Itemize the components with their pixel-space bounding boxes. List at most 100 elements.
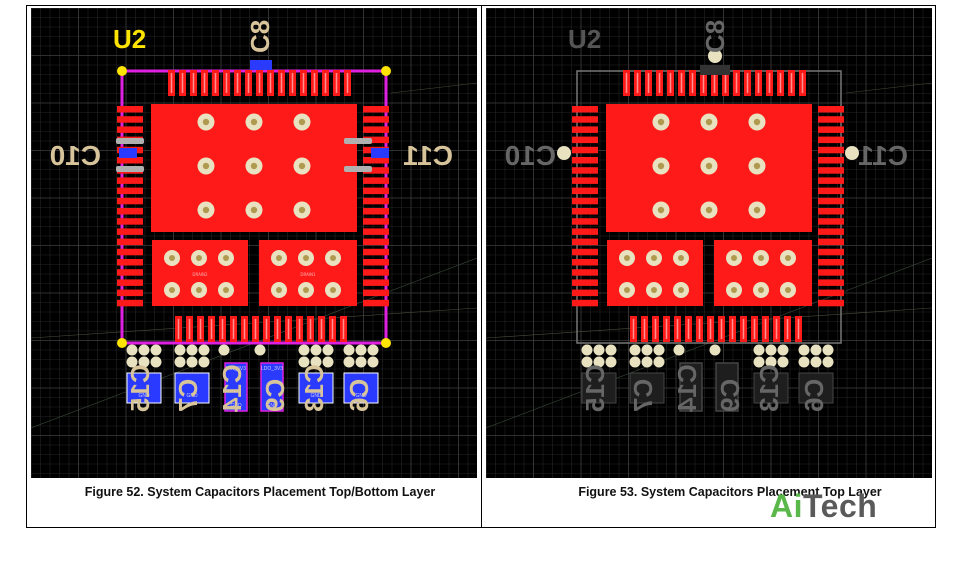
cap-label-c14: C14 — [672, 364, 702, 412]
figure-53-caption: Figure 53. System Capacitors Placement T… — [578, 485, 882, 499]
drain-via-hole — [196, 287, 202, 293]
cap-body — [174, 372, 210, 404]
cap-via — [322, 344, 334, 356]
cap-via — [126, 356, 138, 368]
c11-pad — [344, 138, 372, 144]
cap-via — [810, 344, 822, 356]
cap-label-c9: C9 — [260, 379, 290, 412]
side-pin — [818, 136, 844, 144]
side-pin — [363, 177, 389, 184]
side-pin — [818, 106, 844, 113]
side-pin — [363, 116, 389, 123]
cap-via — [777, 344, 789, 356]
cap-via — [298, 344, 310, 356]
drain-via-hole — [303, 255, 309, 261]
side-pin — [818, 299, 844, 307]
corner-marker — [117, 338, 127, 348]
drain-via-hole — [169, 255, 175, 261]
cap-via — [629, 344, 641, 356]
cap-via — [138, 344, 150, 356]
side-pin — [117, 238, 143, 246]
cap-label-c13: C13 — [299, 364, 329, 412]
thermal-via-hole — [202, 162, 210, 170]
thermal-via-hole — [705, 162, 713, 170]
cap-via — [310, 344, 322, 356]
cap-body — [126, 372, 162, 404]
side-pin — [363, 157, 389, 164]
cap-via — [822, 356, 834, 368]
side-pin — [117, 177, 143, 184]
c11-label: C11 — [403, 140, 453, 171]
cap-label-c13: C13 — [754, 364, 784, 412]
c8-body — [250, 60, 272, 70]
cap-via — [322, 356, 334, 368]
side-pin — [572, 126, 598, 133]
cap-via — [629, 356, 641, 368]
side-pin — [572, 299, 598, 307]
thermal-via-hole — [250, 118, 258, 126]
side-pin — [818, 269, 844, 276]
cap-label-c7: C7 — [173, 379, 203, 412]
c8-label: C8 — [700, 20, 730, 53]
cap-gnd-label: GND — [310, 393, 322, 399]
c10-pad — [116, 166, 144, 172]
drain-via-hole — [276, 287, 282, 293]
cap-body — [260, 362, 284, 412]
cap-via — [343, 356, 355, 368]
figure-divider — [481, 5, 482, 528]
cap-via — [641, 344, 653, 356]
side-pin — [818, 157, 844, 164]
cap-via — [673, 344, 685, 356]
side-pin — [818, 289, 844, 297]
drain-via-hole — [624, 287, 630, 293]
cap-via — [765, 356, 777, 368]
side-pin — [572, 279, 598, 286]
c11-via — [845, 146, 859, 160]
cap-label-c15: C15 — [580, 364, 610, 412]
cap-via — [581, 356, 593, 368]
cap-via — [198, 344, 210, 356]
side-pin — [572, 248, 598, 256]
side-pin — [117, 269, 143, 276]
cap-body — [715, 362, 739, 412]
thermal-via-hole — [705, 206, 713, 214]
cap-via — [150, 344, 162, 356]
cap-via — [753, 356, 765, 368]
side-pin — [572, 259, 598, 266]
drain-via-hole — [651, 255, 657, 261]
side-pin — [818, 146, 844, 154]
c10-body — [119, 148, 137, 158]
cap-via — [174, 344, 186, 356]
cap-via — [653, 344, 665, 356]
side-pin — [117, 289, 143, 297]
c11-label: C11 — [858, 140, 908, 171]
side-pin — [818, 218, 844, 225]
side-pin — [572, 228, 598, 235]
corner-marker — [381, 66, 391, 76]
aitech-logo: AiTech — [770, 488, 877, 524]
side-pin — [572, 146, 598, 154]
side-pin — [572, 116, 598, 123]
side-pin — [818, 208, 844, 215]
side-pin — [363, 238, 389, 246]
side-pin — [117, 157, 143, 164]
side-pin — [818, 177, 844, 184]
cap-via — [593, 344, 605, 356]
cap-via — [186, 344, 198, 356]
cap-label-c6: C6 — [799, 379, 829, 412]
u2-label: U2 — [568, 24, 601, 54]
grid — [31, 8, 477, 478]
c8-pad — [700, 65, 730, 75]
cap-via — [753, 344, 765, 356]
thermal-via-hole — [202, 118, 210, 126]
thermal-via-hole — [753, 162, 761, 170]
side-pin — [818, 248, 844, 256]
side-pin — [363, 187, 389, 195]
cap-via — [822, 344, 834, 356]
side-pin — [818, 126, 844, 133]
corner-marker — [381, 338, 391, 348]
cap-body — [753, 372, 789, 404]
side-pin — [117, 116, 143, 123]
cap-gnd-label: GND — [186, 393, 198, 399]
cap-net-label: LDO_3V3 — [261, 366, 283, 372]
